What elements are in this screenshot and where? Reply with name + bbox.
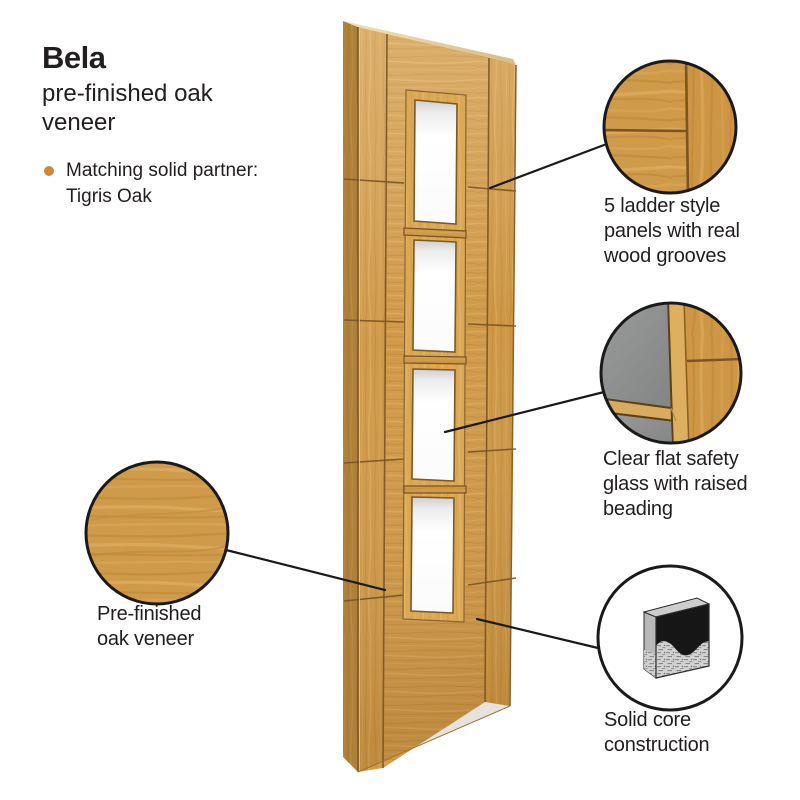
product-name: Bela	[42, 40, 106, 75]
glass-panel-4	[410, 496, 455, 614]
door-glazing-rails	[403, 227, 467, 494]
glass-panel-1	[413, 99, 458, 225]
callout-label-safety-glass: Clear flat safety glass with raised bead…	[603, 447, 748, 522]
callout-text-line: oak veneer	[97, 628, 194, 650]
door-glass-panels	[410, 99, 458, 614]
partner-text-line: Tigris Oak	[66, 186, 152, 207]
callout-label-ladder-panels: 5 ladder style panels with real wood gro…	[604, 194, 740, 269]
detail-circle-ladder-panels	[602, 59, 738, 195]
callout-line-solid-core	[475, 617, 600, 650]
matching-partner-text: Matching solid partner: Tigris Oak	[66, 158, 258, 210]
detail-circle-solid-core	[596, 564, 744, 712]
detail-circle-oak-veneer	[84, 460, 230, 606]
callout-text-line: construction	[604, 734, 710, 756]
callout-line-safety-glass	[443, 390, 606, 434]
glass-panel-3	[411, 368, 456, 482]
callout-text-line: beading	[603, 498, 673, 520]
callout-text-line: 5 ladder style	[604, 195, 721, 217]
callout-text-line: Pre-finished	[97, 603, 202, 625]
partner-text-line: Matching solid partner:	[66, 160, 259, 181]
subtitle-line: pre-finished oak	[42, 80, 213, 107]
product-header: Bela pre-finished oak veneer	[42, 40, 213, 137]
callout-line-oak-veneer	[224, 548, 387, 592]
door-illustration	[343, 21, 517, 773]
callout-text-line: panels with real	[604, 220, 740, 242]
solid-core-icon	[642, 597, 711, 679]
product-subtitle: pre-finished oak veneer	[42, 79, 213, 137]
matching-partner-note: Matching solid partner: Tigris Oak	[44, 158, 258, 210]
callout-line-ladder-panels	[488, 143, 606, 190]
subtitle-line: veneer	[42, 109, 116, 136]
door-left-edge	[343, 21, 358, 772]
callout-text-line: Clear flat safety	[603, 448, 739, 470]
bullet-icon	[44, 166, 54, 176]
callout-text-line: glass with raised	[603, 473, 748, 495]
callout-text-line: wood grooves	[604, 245, 727, 267]
callout-label-oak-veneer: Pre-finished oak veneer	[97, 602, 202, 652]
callout-label-solid-core: Solid core construction	[604, 708, 710, 758]
glass-panel-2	[412, 239, 457, 353]
door-top-edge	[343, 21, 516, 65]
callout-text-line: Solid core	[604, 709, 691, 731]
door-ladder-grooves	[343, 178, 517, 602]
detail-circle-safety-glass	[599, 301, 743, 445]
door-vertical-grooves	[382, 33, 490, 769]
callout-lines	[224, 143, 606, 650]
